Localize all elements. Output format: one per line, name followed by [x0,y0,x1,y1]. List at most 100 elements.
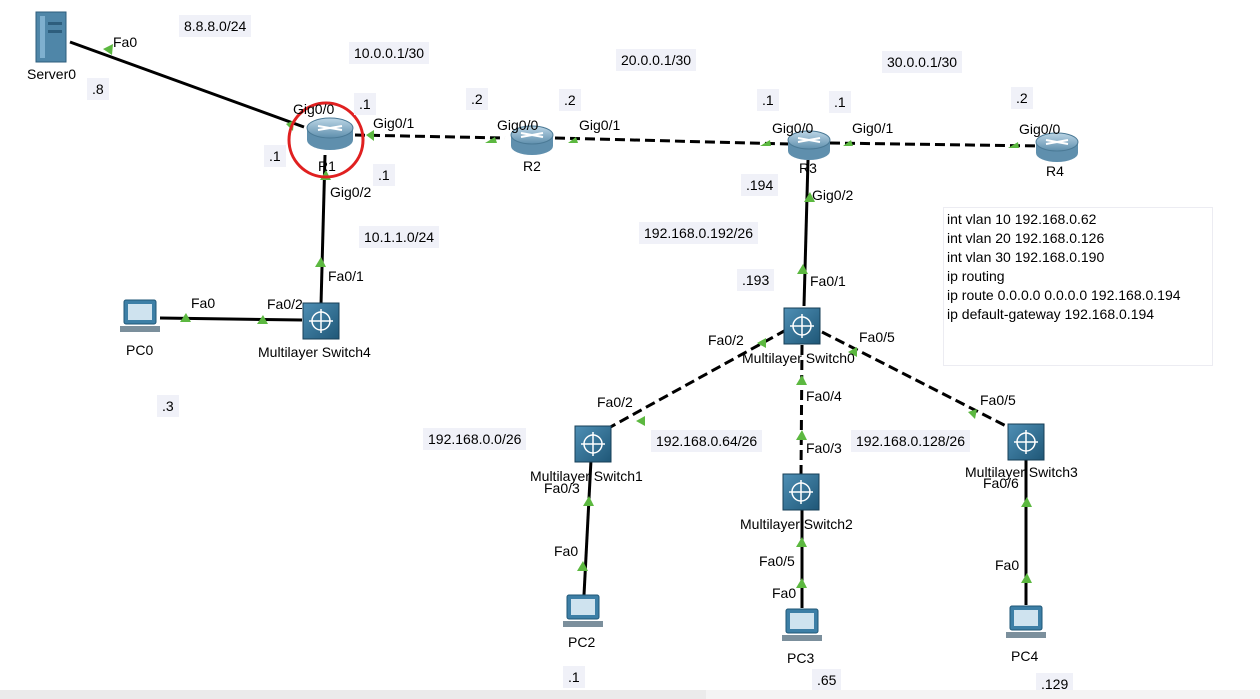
config-line: ip routing [947,268,1005,284]
host-address: .1 [373,164,395,186]
network-label: 8.8.8.0/24 [179,15,252,37]
link-sw1-pc2 [582,459,593,596]
host-address: .193 [737,269,775,291]
port-marker [1008,142,1019,148]
multilayer-switch-icon[interactable] [782,473,820,511]
network-label: 192.168.0.192/26 [639,222,758,244]
port-marker [796,375,807,385]
network-label: 192.168.0.64/26 [651,430,763,452]
port-label: Fa0/2 [267,296,303,312]
device-name-msw3: Multilayer Switch3 [965,464,1078,480]
port-marker [257,315,268,324]
pc-icon[interactable] [782,608,822,641]
port-label: Fa0 [995,557,1020,573]
config-line: int vlan 10 192.168.0.62 [947,211,1097,227]
device-name-r4: R4 [1046,163,1064,179]
host-address: .1 [354,93,376,115]
pc-icon[interactable] [563,594,603,627]
config-line: int vlan 20 192.168.0.126 [947,230,1105,246]
config-note: int vlan 10 192.168.0.62 int vlan 20 192… [943,207,1213,366]
port-label: Fa0 [191,295,216,311]
port-label: Fa0/2 [708,332,744,348]
horizontal-scrollbar[interactable] [0,690,1260,699]
host-address: .2 [466,88,488,110]
port-marker [1021,573,1032,583]
device-name-msw4: Multilayer Switch4 [258,344,371,360]
port-label: Gig0/1 [852,120,894,136]
device-name-pc3: PC3 [787,650,815,666]
port-marker [366,130,374,141]
port-label: Gig0/1 [579,117,621,133]
device-name-msw1: Multilayer Switch1 [530,468,643,484]
host-address: .8 [87,78,109,100]
port-marker [848,347,857,357]
port-label: Gig0/0 [772,120,814,136]
port-label: Fa0/1 [328,268,364,284]
port-label: Fa0/6 [983,475,1019,491]
port-marker [804,192,815,202]
port-marker [577,561,588,571]
router-icon[interactable] [1035,132,1079,162]
links [69,40,1041,608]
router-icon[interactable] [787,130,831,160]
host-address: .129 [1036,673,1074,695]
port-marker [797,264,808,274]
port-marker [1021,497,1032,507]
port-label: Fa0/1 [810,273,846,289]
port-label: Gig0/0 [1019,121,1061,137]
port-label: Fa0/5 [759,553,795,569]
port-marker [485,137,497,143]
port-marker [968,409,977,419]
host-address: .2 [1011,87,1033,109]
port-label: Gig0/2 [330,184,372,200]
scrollbar-track[interactable] [706,690,1260,699]
host-address: .65 [812,669,842,691]
link-r3-sw0 [802,159,810,307]
port-label: Fa0 [772,585,797,601]
port-label: Gig0/0 [497,117,539,133]
port-marker [796,537,807,547]
pc-icon[interactable] [1006,605,1046,638]
port-marker [760,140,771,146]
network-label: 20.0.0.1/30 [616,49,697,71]
host-address: .194 [741,174,779,196]
host-address: .1 [563,666,585,688]
port-label: Gig0/1 [373,115,415,131]
port-marker [843,140,853,146]
port-marker [757,338,766,348]
device-name-pc2: PC2 [568,634,596,650]
port-label: Fa0/5 [859,329,895,345]
device-name-r2: R2 [523,158,541,174]
router-icon[interactable] [306,117,354,150]
port-label: Fa0/3 [544,480,580,496]
port-label: Fa0 [554,543,579,559]
port-label: Fa0 [113,34,138,50]
link-sw0-sw1 [604,328,787,432]
router-icon[interactable] [510,125,554,155]
server-icon[interactable] [35,11,67,63]
multilayer-switch-icon[interactable] [1007,423,1045,461]
host-address: .1 [757,89,779,111]
multilayer-switch-icon[interactable] [574,425,612,463]
multilayer-switch-icon[interactable] [783,307,821,345]
port-marker [103,44,113,55]
link-sw0-sw2 [799,344,804,476]
network-label: 10.1.1.0/24 [359,226,440,248]
pc-icon[interactable] [120,299,160,332]
host-address: .1 [829,91,851,113]
link-pc0-sw4 [159,316,303,322]
port-marker [796,578,807,588]
network-label: 30.0.0.1/30 [882,51,963,73]
link-r3-r4 [829,141,1041,148]
config-line: ip route 0.0.0.0 0.0.0.0 192.168.0.194 [947,287,1181,303]
port-marker [636,416,645,426]
config-line: ip default-gateway 192.168.0.194 [947,306,1155,322]
link-r1-r2 [354,133,506,140]
port-label: Gig0/0 [293,101,335,117]
device-name-msw0: Multilayer Switch0 [742,350,855,366]
config-line: int vlan 30 192.168.0.190 [947,249,1105,265]
multilayer-switch-icon[interactable] [302,302,340,340]
host-address: .1 [264,145,286,167]
port-marker [583,496,594,506]
